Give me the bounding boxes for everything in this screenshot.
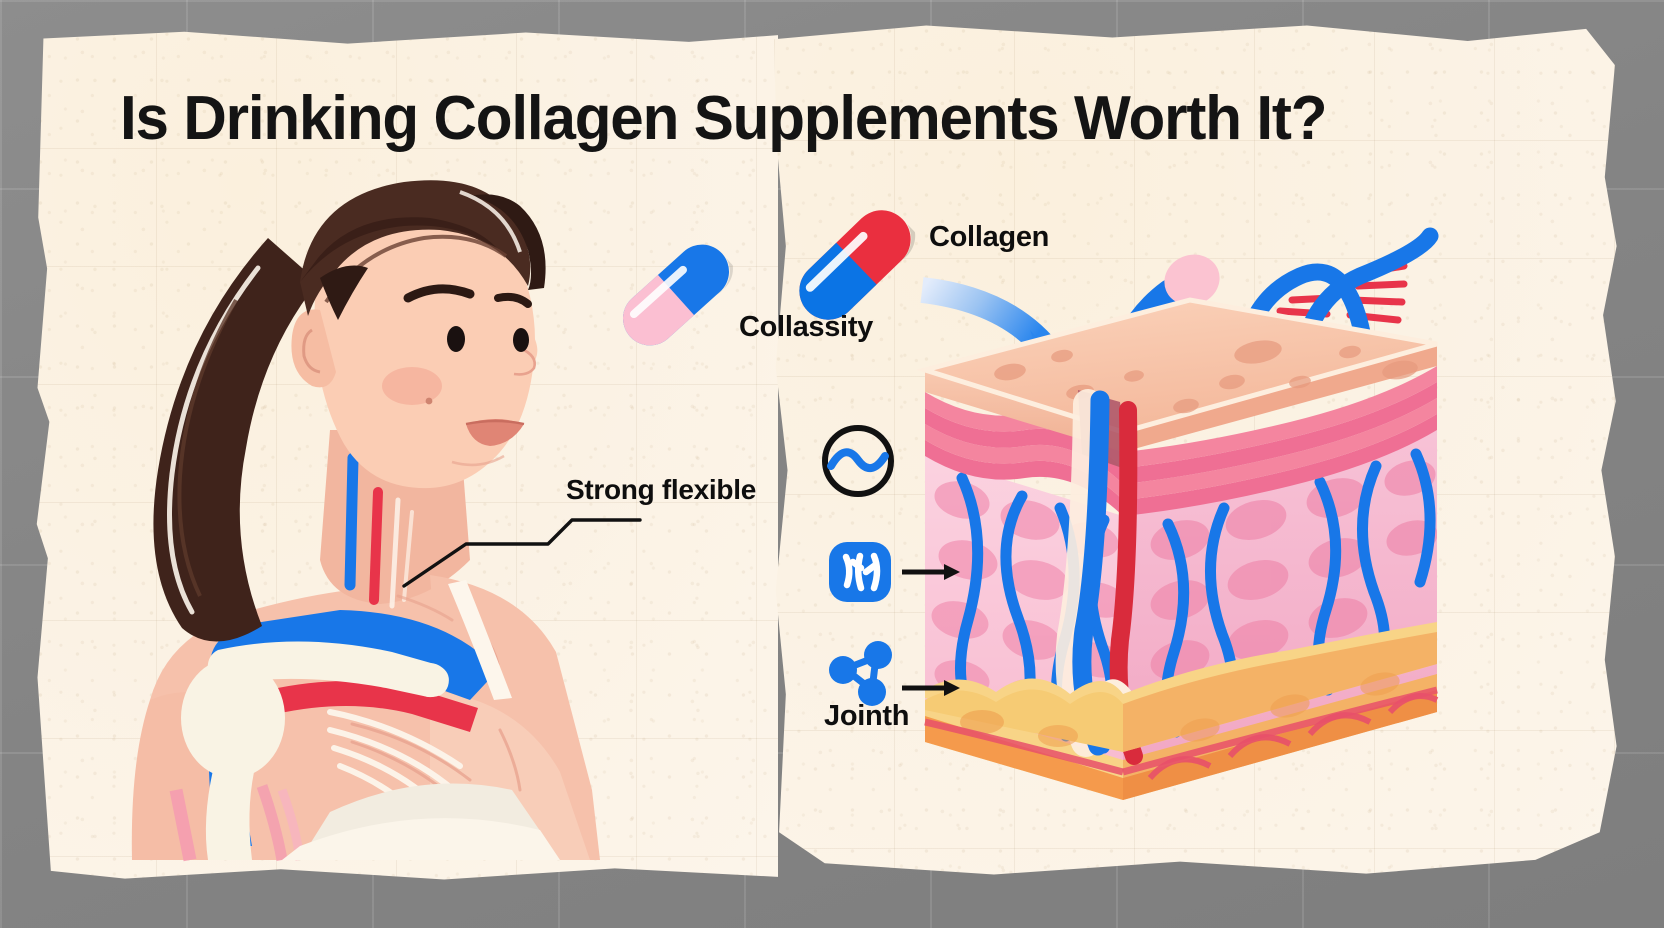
epidermis-strata-right [1123, 366, 1437, 516]
pill-pink-blue [622, 244, 733, 346]
label-jointh: Jointh [824, 700, 910, 732]
label-collagen: Collagen [929, 221, 1050, 253]
label-collassity: Collassity [739, 311, 873, 343]
strong-flexible-leader-line [402, 518, 642, 588]
fat-lobules [924, 678, 1124, 776]
page-title: Is Drinking Collagen Supplements Worth I… [120, 84, 1327, 153]
fiber-strands-icon[interactable] [829, 542, 891, 602]
pill-red-blue [799, 210, 916, 321]
skin-cross-section [915, 297, 1439, 800]
epidermis-strata-front [925, 392, 1123, 516]
wave-circle-icon[interactable] [822, 425, 894, 497]
fiber-icon-arrow [902, 564, 960, 580]
woman-illustration [131, 180, 600, 862]
fat-lobules-right [1122, 622, 1439, 781]
label-strong-flexible: Strong flexible [566, 474, 756, 505]
molecule-icon-arrow [902, 680, 960, 696]
molecule-icon[interactable] [829, 641, 892, 706]
